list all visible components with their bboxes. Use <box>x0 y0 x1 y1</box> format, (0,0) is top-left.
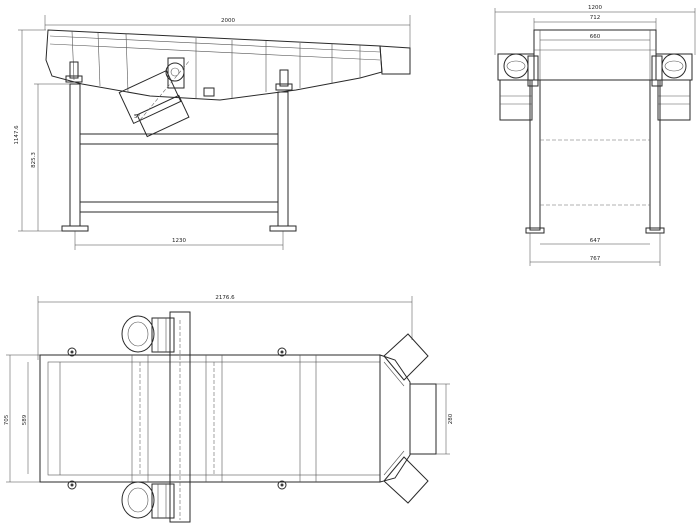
dim-base-span: 1230 <box>172 238 186 244</box>
vibration-motor-left-end <box>497 53 539 121</box>
vibration-motor-top-plan <box>121 315 175 353</box>
dim-end-top: 712 <box>590 15 601 21</box>
dim-plan-length: 2176.6 <box>215 295 235 301</box>
dim-plan-width: 705 <box>4 414 10 425</box>
plan-trough <box>39 354 381 483</box>
motor-beam <box>169 311 191 523</box>
chute-top <box>383 333 429 381</box>
dim-support-height: 825.3 <box>31 152 37 168</box>
plan-spring-supports <box>67 347 287 490</box>
support-frame-end <box>525 79 665 234</box>
end-view: 1200 712 660 <box>494 5 696 266</box>
support-frame-side <box>61 83 297 232</box>
side-view: 2000 5° <box>14 15 411 250</box>
chute-bottom <box>383 456 429 504</box>
dim-end-base-outer: 767 <box>590 256 601 262</box>
discharge-lip <box>379 45 411 75</box>
dim-outlet-width: 280 <box>448 413 454 424</box>
dim-side-angle: 5° <box>134 114 140 120</box>
spring-mounts-side <box>65 61 293 91</box>
trough-ribs <box>71 30 361 98</box>
dim-end-width: 1200 <box>588 5 602 11</box>
vibration-motor-right-end <box>651 53 693 121</box>
vibration-motor-bottom-plan <box>121 481 175 519</box>
plan-ribs <box>131 320 317 520</box>
dim-plan-inner: 589 <box>22 414 28 425</box>
central-outlet <box>409 383 437 455</box>
discharge-taper <box>379 354 411 483</box>
vibration-motor-side <box>118 57 215 138</box>
dim-side-length: 2000 <box>221 18 235 24</box>
plan-view: 2176.6 705 589 <box>4 295 454 523</box>
dim-end-inner: 660 <box>590 34 601 40</box>
dim-side-height: 1147.6 <box>14 125 20 145</box>
dim-end-base-inner: 647 <box>590 238 601 244</box>
